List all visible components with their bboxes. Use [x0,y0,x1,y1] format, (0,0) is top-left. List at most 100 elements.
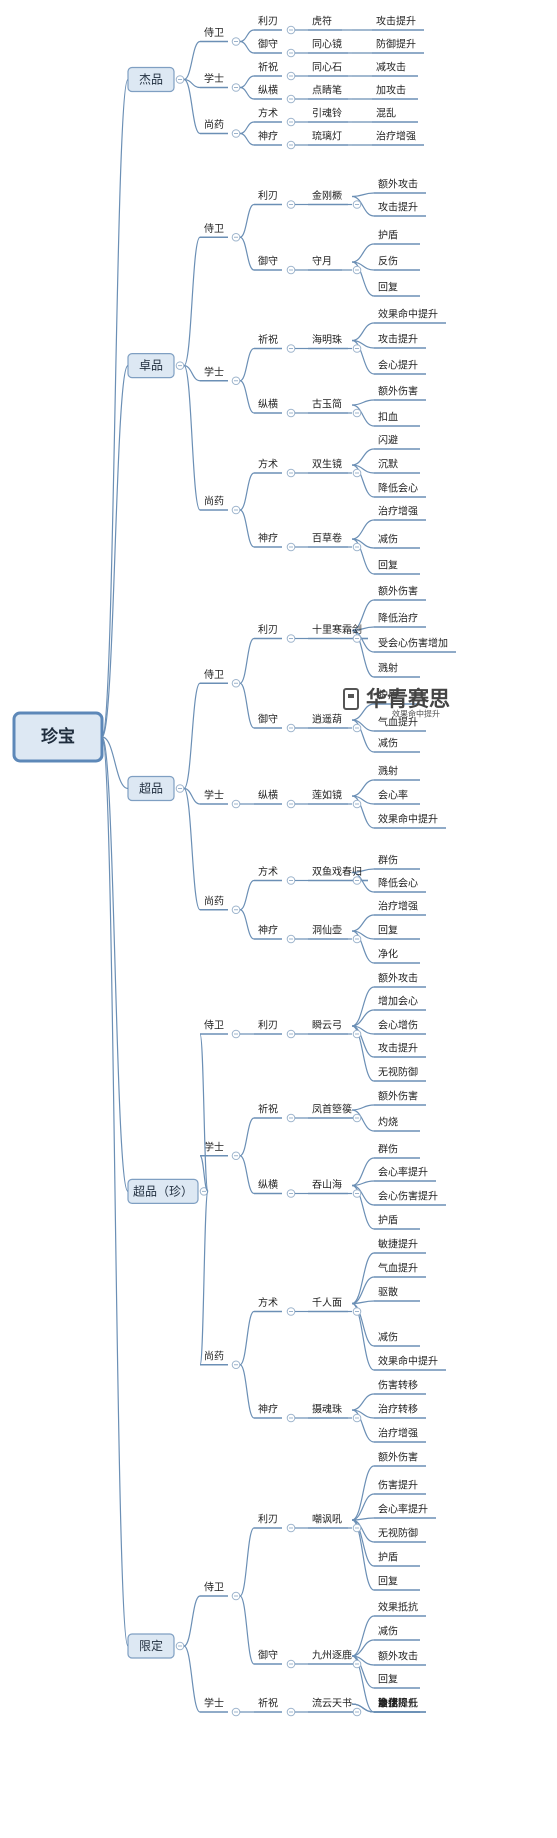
type-collapse-toggle[interactable] [286,1113,296,1123]
category-node[interactable]: 超品（珍） [127,1178,199,1204]
root-to-category [101,78,129,738]
group-label: 侍卫 [204,1020,224,1032]
item-label: 十里寒霜剑 [312,623,362,636]
effect-collapse-toggle[interactable] [352,934,362,944]
type-collapse-toggle[interactable] [286,1029,296,1039]
effect-collapse-toggle[interactable] [352,265,362,275]
effect-label: 防御提升 [376,38,416,51]
group-collapse-toggle[interactable] [231,905,241,915]
effect-collapse-toggle[interactable] [352,799,362,809]
type-label: 利刃 [258,1514,278,1526]
root-node[interactable]: 珍宝 [12,711,104,763]
effect-connector [351,261,375,297]
effect-collapse-toggle[interactable] [352,468,362,478]
category-to-group [199,1190,209,1366]
effect-label: 治疗降低 [378,1697,418,1710]
category-collapse-toggle[interactable] [175,361,185,370]
effect-connector [351,1157,375,1187]
type-collapse-toggle[interactable] [286,140,296,150]
watermark-text: 华青赛思 [366,687,450,711]
effect-collapse-toggle[interactable] [352,408,362,418]
effect-label: 会心率 [378,789,408,802]
type-collapse-toggle[interactable] [286,344,296,353]
group-to-type [239,909,255,940]
effect-label: 额外攻击 [378,1650,418,1663]
effect-label: 减伤 [378,1625,398,1638]
category-node[interactable]: 限定 [127,1633,175,1659]
type-collapse-toggle[interactable] [286,71,296,81]
group-collapse-toggle[interactable] [231,505,241,515]
effect-collapse-toggle[interactable] [352,1307,362,1316]
effect-collapse-toggle[interactable] [352,1113,362,1123]
item-label: 吞山海 [312,1178,342,1191]
type-collapse-toggle[interactable] [286,723,296,733]
effect-connector [351,719,375,753]
effect-collapse-toggle[interactable] [352,1707,362,1717]
group-collapse-toggle[interactable] [231,678,241,688]
type-collapse-toggle[interactable] [286,1307,296,1316]
group-collapse-toggle[interactable] [231,1151,241,1161]
type-collapse-toggle[interactable] [286,634,296,643]
category-collapse-toggle[interactable] [175,784,185,793]
category-label: 卓品 [139,359,163,373]
group-collapse-toggle[interactable] [231,1360,241,1370]
type-collapse-toggle[interactable] [286,468,296,478]
category-label: 超品 [139,781,163,796]
type-label: 神疗 [258,130,278,143]
effect-collapse-toggle[interactable] [352,723,362,733]
effect-connector [351,871,375,893]
type-collapse-toggle[interactable] [286,94,296,104]
type-collapse-toggle[interactable] [286,542,296,552]
effect-collapse-toggle[interactable] [352,634,362,643]
type-collapse-toggle[interactable] [286,200,296,209]
category-node[interactable]: 卓品 [127,353,175,379]
effect-collapse-toggle[interactable] [352,200,362,209]
effect-label: 减伤 [378,1331,398,1344]
type-collapse-toggle[interactable] [286,117,296,127]
type-collapse-toggle[interactable] [286,1523,296,1533]
effect-collapse-toggle[interactable] [352,542,362,552]
effect-label: 治疗增强 [378,1427,418,1440]
type-collapse-toggle[interactable] [286,408,296,418]
effect-connector [351,986,375,1027]
group-collapse-toggle[interactable] [231,1591,241,1601]
effect-connector [351,1109,375,1132]
effect-label: 减伤 [378,737,398,750]
category-collapse-toggle[interactable] [199,1187,209,1196]
effect-collapse-toggle[interactable] [352,1413,362,1423]
effect-collapse-toggle[interactable] [352,1029,362,1039]
category-collapse-toggle[interactable] [175,1641,185,1651]
group-collapse-toggle[interactable] [231,83,241,92]
group-collapse-toggle[interactable] [231,799,241,809]
category-node[interactable]: 杰品 [127,66,175,93]
group-collapse-toggle[interactable] [231,37,241,46]
effect-collapse-toggle[interactable] [352,1659,362,1669]
group-collapse-toggle[interactable] [231,232,241,242]
type-collapse-toggle[interactable] [286,934,296,944]
group-collapse-toggle[interactable] [231,1707,241,1717]
effect-label: 治疗增强 [376,130,416,143]
group-collapse-toggle[interactable] [231,1029,241,1039]
type-collapse-toggle[interactable] [286,1413,296,1423]
effect-label: 净化 [378,948,398,961]
type-collapse-toggle[interactable] [286,799,296,809]
effect-connector [351,1519,375,1591]
effect-label: 回复 [378,924,398,937]
category-node[interactable]: 超品 [127,775,175,802]
effect-label: 攻击提升 [378,1042,418,1055]
type-collapse-toggle[interactable] [286,876,296,885]
group-collapse-toggle[interactable] [231,376,241,386]
type-collapse-toggle[interactable] [286,25,296,35]
effect-collapse-toggle[interactable] [352,876,362,885]
type-collapse-toggle[interactable] [286,48,296,58]
effect-collapse-toggle[interactable] [352,1523,362,1533]
effect-collapse-toggle[interactable] [352,1189,362,1198]
group-collapse-toggle[interactable] [231,129,241,138]
item-label: 凤首箜篌 [312,1103,352,1116]
type-collapse-toggle[interactable] [286,265,296,275]
type-collapse-toggle[interactable] [286,1189,296,1198]
type-collapse-toggle[interactable] [286,1659,296,1669]
effect-collapse-toggle[interactable] [352,344,362,353]
type-collapse-toggle[interactable] [286,1707,296,1717]
category-collapse-toggle[interactable] [175,75,185,84]
